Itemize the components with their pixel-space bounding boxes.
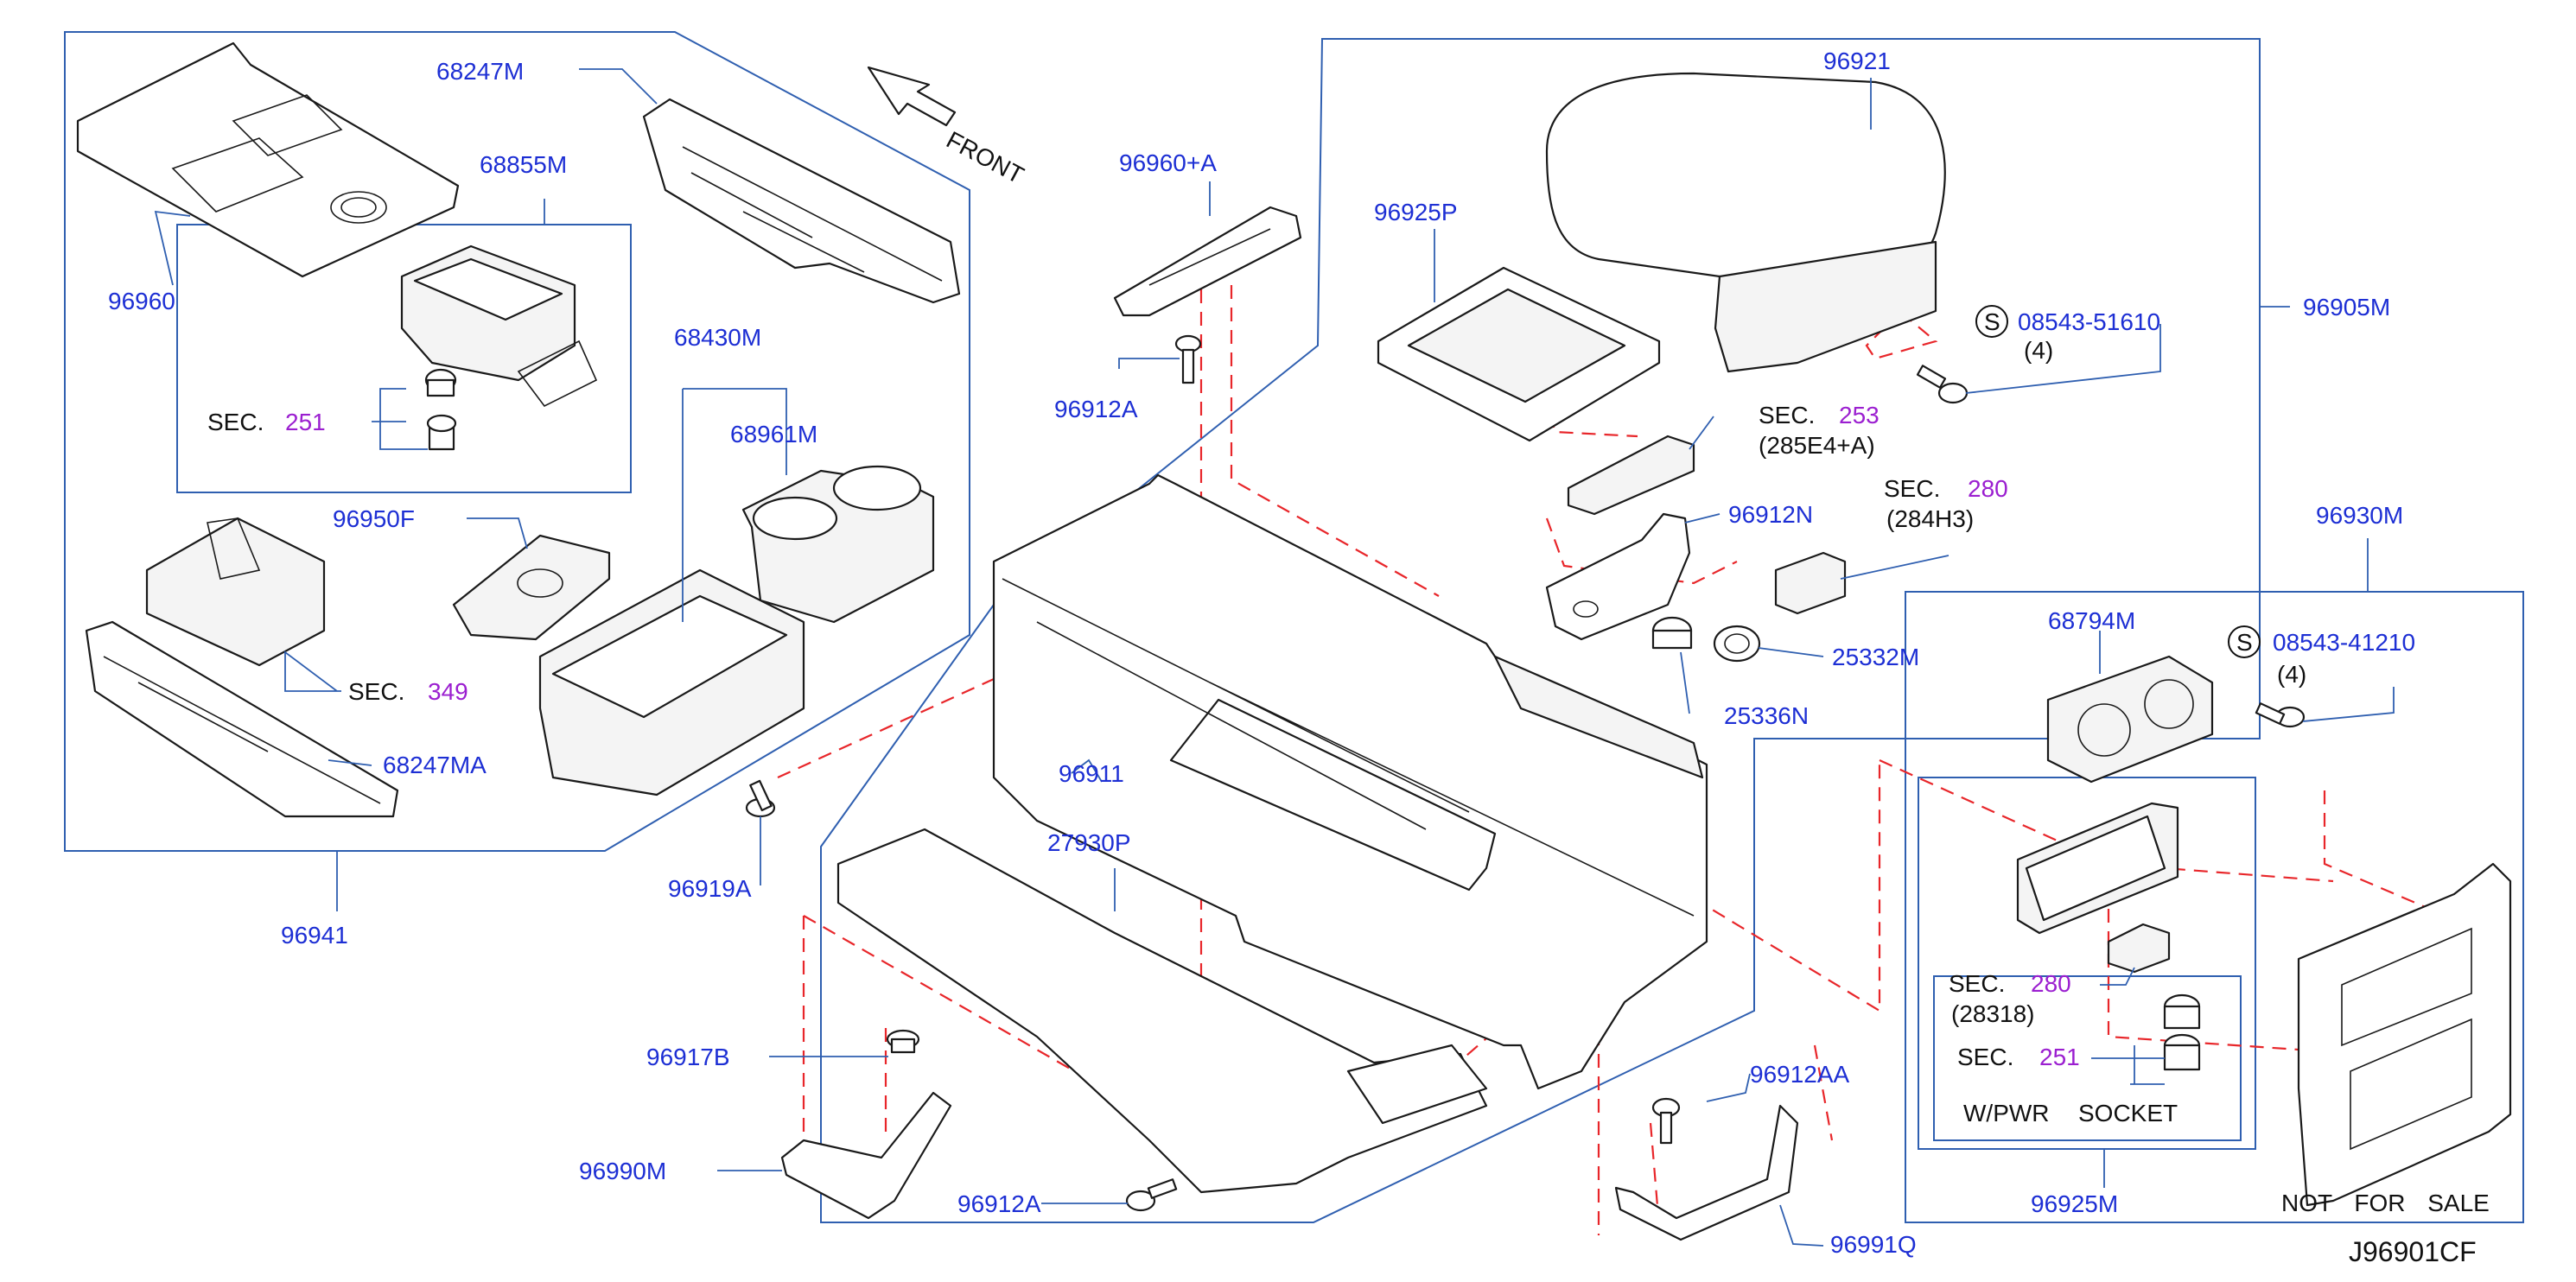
label-sec280-b-sub: (28318) [1951, 1000, 2035, 1027]
part-96925P-tray [1377, 266, 1661, 442]
label-sec253-num: 253 [1839, 402, 1880, 428]
label-68430M: 68430M [674, 324, 761, 351]
label-96990M: 96990M [579, 1158, 666, 1184]
s-symbol-1: S [1984, 308, 2000, 335]
part-68855M-switch [400, 244, 598, 408]
part-96925M-box [2016, 802, 2179, 935]
label-sec349: SEC. [348, 678, 404, 705]
label-bolt-51610: 08543-51610 [2018, 308, 2160, 335]
label-96911: 96911 [1059, 760, 1124, 787]
label-sec251-b-num: 251 [2039, 1044, 2080, 1070]
part-bolt-41210 [2255, 702, 2306, 728]
label-68247M: 68247M [436, 58, 524, 85]
part-68430M-tray [538, 568, 805, 796]
part-96990M-bracket [780, 1091, 952, 1220]
s-symbol-2: S [2236, 629, 2253, 656]
part-68794M-vent [2046, 655, 2214, 784]
frame-socket [1933, 975, 2242, 1141]
label-sec280-a: SEC. [1884, 475, 1940, 502]
label-96921: 96921 [1823, 48, 1891, 74]
label-sec280-a-num: 280 [1968, 475, 2008, 502]
label-sec349-num: 349 [428, 678, 468, 705]
label-bolt-41210-qty: (4) [2277, 661, 2306, 688]
part-25332M-socket [1713, 625, 1761, 663]
label-68961M: 68961M [730, 421, 817, 447]
label-68855M: 68855M [480, 151, 567, 178]
label-96991Q: 96991Q [1830, 1231, 1917, 1258]
label-sec251-b: SEC. [1957, 1044, 2013, 1070]
s-symbols: S S [1975, 305, 2261, 658]
label-sec280-a-sub: (284H3) [1886, 505, 1974, 532]
part-96912AA-bolt [1651, 1097, 1681, 1145]
part-68247M-bracket [642, 98, 961, 304]
part-drawings [76, 41, 2512, 1241]
label-96930M: 96930M [2316, 502, 2403, 529]
part-sec253-connector [1567, 435, 1695, 516]
label-96919A: 96919A [668, 875, 752, 902]
part-sec251-socket [2163, 993, 2201, 1071]
part-25336N-socket [1651, 616, 1693, 650]
label-96950F: 96950F [333, 505, 415, 532]
label-96925M: 96925M [2031, 1190, 2118, 1217]
part-96991Q-bracket [1614, 1104, 1799, 1241]
label-sec253: SEC. [1759, 402, 1815, 428]
label-96917B: 96917B [646, 1044, 730, 1070]
label-sec253-sub: (285E4+A) [1759, 432, 1875, 459]
diagram-id: J96901CF [2349, 1236, 2477, 1267]
label-pwr-socket: W/PWR [1963, 1100, 2050, 1127]
label-68794M: 68794M [2048, 607, 2135, 634]
part-96960-finisher [76, 41, 460, 278]
label-96925P: 96925P [1374, 199, 1458, 225]
label-27930P: 27930P [1047, 829, 1131, 856]
leader-lines [154, 68, 2395, 1247]
part-96917B-clip [886, 1029, 920, 1054]
label-25336N: 25336N [1724, 702, 1809, 729]
label-96912N: 96912N [1728, 501, 1813, 528]
part-shift-indicator [145, 517, 326, 667]
label-96912A-bot: 96912A [957, 1190, 1041, 1217]
part-68961M-cupholder [741, 465, 935, 624]
label-sec280-b-num: 280 [2031, 970, 2071, 997]
label-25332M: 25332M [1832, 644, 1919, 670]
label-96960A: 96960+A [1119, 149, 1217, 176]
label-bolt-51610-qty: (4) [2024, 337, 2053, 364]
label-bolt-41210: 08543-41210 [2273, 629, 2415, 656]
label-96905M: 96905M [2303, 294, 2390, 320]
frame-96930M [1905, 591, 2524, 1223]
label-pwr-socket-2: SOCKET [2078, 1100, 2178, 1127]
part-96912A-bolt-top [1174, 334, 1202, 384]
label-96960: 96960 [108, 288, 175, 314]
part-96911-console [992, 473, 1708, 1090]
part-sec251-clips [424, 368, 457, 451]
part-96919A-bolt [745, 779, 776, 818]
part-96912A-bolt-bot [1125, 1178, 1178, 1212]
part-sec280-switch [1774, 551, 1847, 615]
part-68247MA-bracket [85, 620, 399, 818]
label-sec251-a: SEC. [207, 409, 264, 435]
part-rear-finisher [2297, 862, 2512, 1207]
frame-96941 [64, 31, 970, 852]
frame-68855M [176, 224, 632, 493]
labels: 96960 68247M 68855M SEC. 251 96950F 6843… [108, 48, 2490, 1267]
part-27930P-duct [836, 828, 1488, 1194]
label-sec280-b: SEC. [1949, 970, 2005, 997]
front-arrow: FRONT [867, 66, 1028, 189]
part-96950F-switch [452, 534, 611, 641]
part-sec280-connector [2107, 923, 2171, 974]
label-96941: 96941 [281, 922, 348, 949]
part-96960A-bracket [1113, 206, 1302, 317]
part-bolt-51610 [1916, 365, 1969, 404]
label-68247MA: 68247MA [383, 752, 487, 778]
part-96921-armrest [1545, 72, 1946, 373]
footer-note: NOT FOR SALE [2281, 1190, 2490, 1216]
label-sec251-a-num: 251 [285, 409, 326, 435]
part-96912N-bracket [1545, 512, 1691, 641]
label-96912A-top: 96912A [1054, 396, 1138, 422]
front-label: FRONT [942, 126, 1028, 189]
label-96912AA: 96912AA [1750, 1061, 1850, 1088]
